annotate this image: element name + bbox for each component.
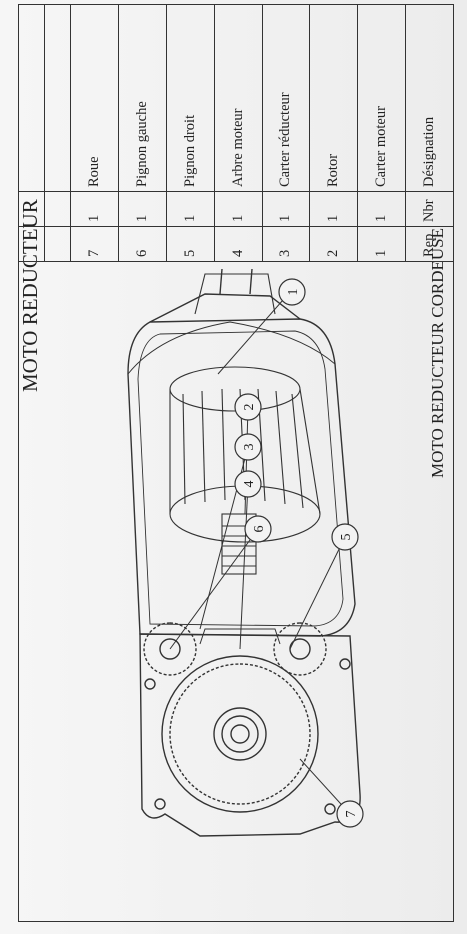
bom-designation: Pignon gauche bbox=[118, 4, 167, 192]
bom-rep: 6 bbox=[118, 226, 167, 262]
bom-nbr: 1 bbox=[309, 191, 358, 227]
table-row: 2 1 Rotor bbox=[309, 4, 358, 262]
bom-rep: 4 bbox=[214, 226, 262, 262]
bom-designation: Roue bbox=[70, 4, 119, 192]
bom-header-designation: Désignation bbox=[405, 4, 454, 192]
bom-nbr: 1 bbox=[166, 191, 215, 227]
table-row bbox=[44, 4, 71, 262]
gearbox-housing bbox=[139, 622, 361, 837]
svg-text:5: 5 bbox=[339, 534, 354, 541]
leader-lines bbox=[169, 291, 351, 815]
svg-text:4: 4 bbox=[242, 481, 257, 488]
bom-designation: Carter réducteur bbox=[262, 4, 310, 192]
callout-1: 1 bbox=[278, 278, 306, 306]
table-row: 7 1 Roue bbox=[70, 4, 119, 262]
callout-6: 6 bbox=[244, 515, 272, 543]
bill-of-materials: 7 1 Roue 6 1 Pignon gauche 5 1 Pignon dr… bbox=[18, 4, 454, 262]
table-row: 5 1 Pignon droit bbox=[166, 4, 215, 262]
svg-text:3: 3 bbox=[242, 444, 257, 451]
svg-text:1: 1 bbox=[286, 289, 301, 296]
callout-4: 4 bbox=[234, 470, 262, 498]
bom-nbr: 1 bbox=[357, 191, 406, 227]
svg-text:2: 2 bbox=[242, 404, 257, 411]
svg-text:7: 7 bbox=[344, 811, 359, 818]
table-row: 1 1 Carter moteur bbox=[357, 4, 406, 262]
bom-nbr: 1 bbox=[70, 191, 119, 227]
table-header-row: Rep Nbr Désignation bbox=[405, 4, 454, 262]
motor-housing bbox=[127, 268, 356, 637]
callout-7: 7 bbox=[336, 800, 364, 828]
bom-rep: 3 bbox=[262, 226, 310, 262]
drawing-caption: MOTO REDUCTEUR CORDEUSE bbox=[428, 228, 447, 478]
bom-header-rep: Rep bbox=[405, 226, 454, 262]
table-row: 6 1 Pignon gauche bbox=[118, 4, 167, 262]
bom-designation: Arbre moteur bbox=[214, 4, 262, 192]
bom-designation: Pignon droit bbox=[166, 4, 215, 192]
bom-designation: Carter moteur bbox=[357, 4, 406, 192]
bom-rep: 1 bbox=[357, 226, 406, 262]
bom-nbr: 1 bbox=[214, 191, 262, 227]
table-row bbox=[18, 4, 45, 262]
bom-rep: 7 bbox=[70, 226, 119, 262]
table-row: 4 1 Arbre moteur bbox=[214, 4, 262, 262]
bom-designation: Rotor bbox=[309, 4, 358, 192]
bom-nbr: 1 bbox=[262, 191, 310, 227]
callout-5: 5 bbox=[331, 523, 359, 551]
svg-text:6: 6 bbox=[252, 526, 267, 533]
bom-rep: 5 bbox=[166, 226, 215, 262]
bom-header-nbr: Nbr bbox=[405, 191, 454, 227]
callout-3: 3 bbox=[234, 433, 262, 461]
bom-nbr: 1 bbox=[118, 191, 167, 227]
bom-rep: 2 bbox=[309, 226, 358, 262]
callout-2: 2 bbox=[234, 393, 262, 421]
table-row: 3 1 Carter réducteur bbox=[262, 4, 310, 262]
